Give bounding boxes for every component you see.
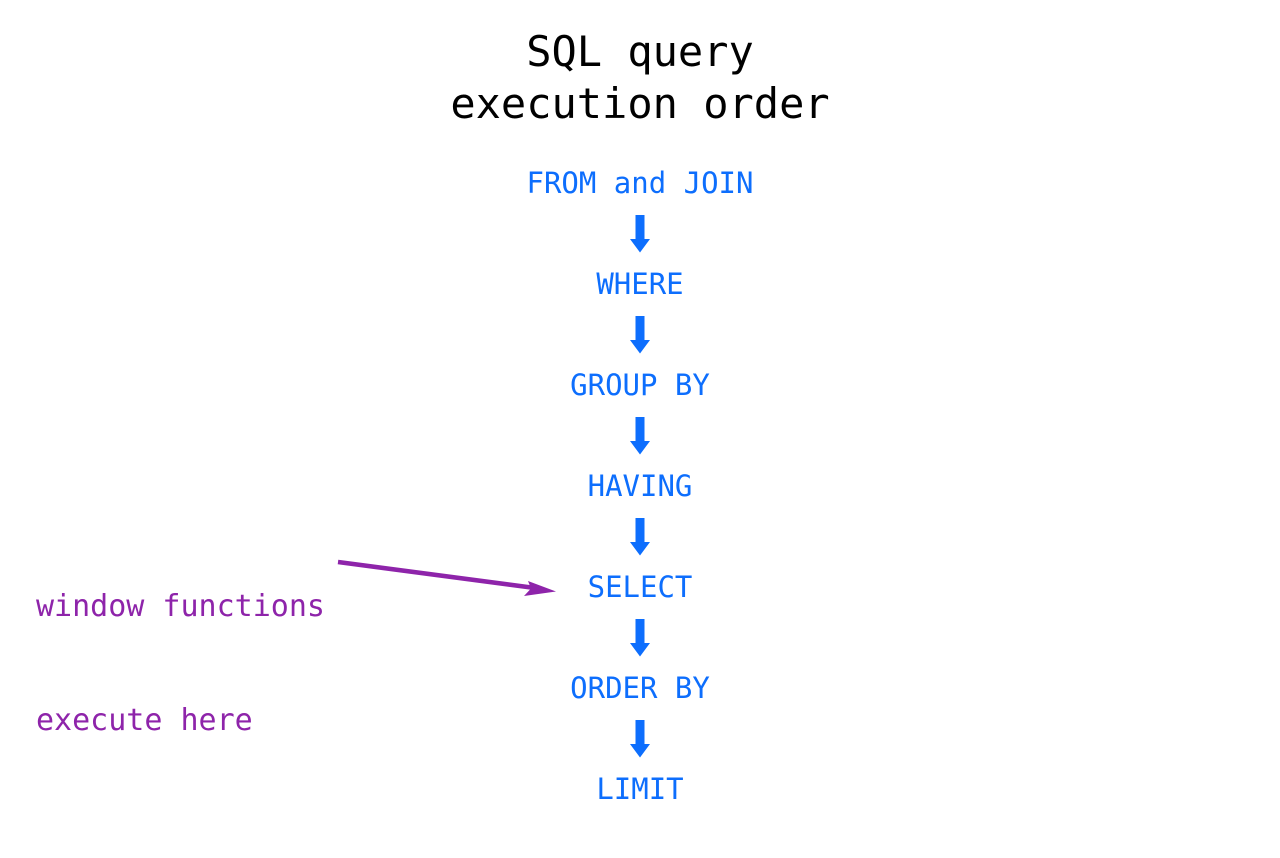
down-arrow-icon — [630, 316, 650, 354]
flow-node-group-by: GROUP BY — [570, 368, 710, 402]
flow-node-order-by: ORDER BY — [570, 671, 710, 705]
down-arrow-icon — [630, 417, 650, 455]
down-arrow-icon — [630, 518, 650, 556]
down-arrow-icon — [630, 215, 650, 253]
flow-node-from-and-join: FROM and JOIN — [526, 166, 754, 200]
annotation-line-2: execute here — [36, 703, 253, 738]
annotation-line-1: window functions — [36, 589, 325, 624]
down-arrow-icon — [630, 619, 650, 657]
flow-node-select: SELECT — [587, 570, 693, 604]
annotation-arrow-icon — [337, 559, 556, 596]
title-line-2: execution order — [450, 79, 830, 128]
flow-node-having: HAVING — [587, 469, 693, 503]
down-arrow-icon — [630, 720, 650, 758]
title-line-1: SQL query — [526, 27, 754, 76]
page-title: SQL query execution order — [0, 26, 1280, 130]
flow-node-limit: LIMIT — [596, 772, 684, 806]
flow-node-where: WHERE — [596, 267, 684, 301]
annotation-label: window functions execute here — [36, 512, 325, 816]
execution-order-flow: FROM and JOIN WHERE GROUP BY HAVING SELE… — [0, 166, 1280, 806]
